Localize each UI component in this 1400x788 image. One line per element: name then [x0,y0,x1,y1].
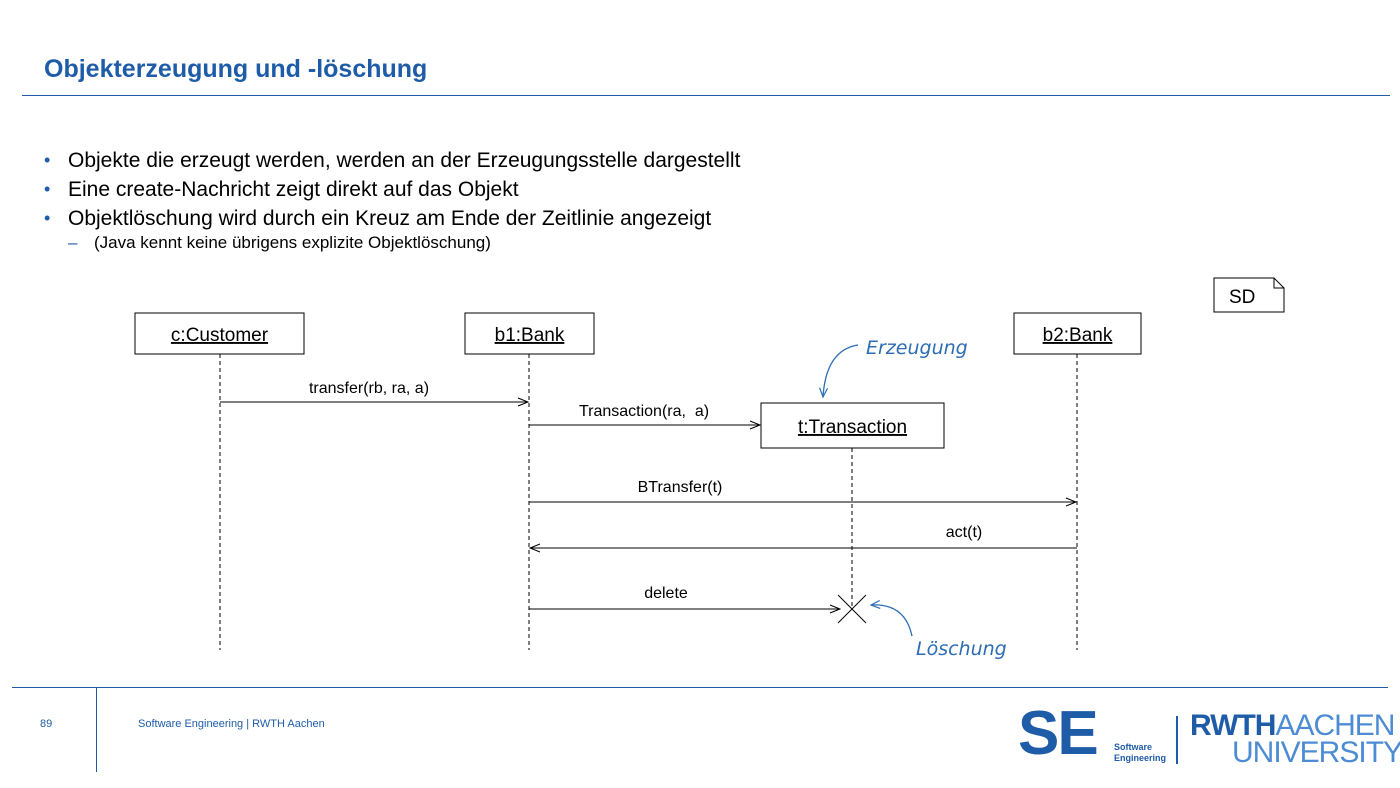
rwth-logo-light: AACHEN [1275,709,1395,742]
bullet-text: Objekte die erzeugt werden, werden an de… [68,149,741,172]
title-divider [22,95,1390,96]
message-act: act(t) [530,524,1077,548]
message-transfer: transfer(rb, ra, a) [220,380,528,402]
annotation-deletion-text: Löschung [916,638,1007,660]
footer-text: Software Engineering | RWTH Aachen [138,718,325,730]
rwth-logo: RWTHAACHEN UNIVERSITY [1190,709,1400,769]
lifeline-label: t:Transaction [798,417,907,438]
lifeline-label: b1:Bank [495,325,565,346]
message-delete: delete [529,585,840,609]
sub-bullet-text: (Java kennt keine übrigens explizite Obj… [94,233,491,252]
curved-arrow-icon [869,599,913,637]
logo-divider [1176,716,1178,764]
bullet-text: Eine create-Nachricht zeigt direkt auf d… [68,178,519,201]
bullet-item: • Objekte die erzeugt werden, werden an d… [44,146,740,175]
lifeline-bank-b2: b2:Bank [1013,312,1142,650]
message-label: transfer(rb, ra, a) [309,380,429,397]
footer-vertical-divider [96,688,97,772]
annotation-creation-text: Erzeugung [866,337,968,359]
bullet-icon: • [44,179,51,199]
frame-label-text: SD [1229,287,1255,308]
bullet-item: • Objektlöschung wird durch ein Kreuz am … [44,204,740,233]
se-logo-caption: Software Engineering [1114,742,1194,764]
rwth-logo-line2: UNIVERSITY [1232,736,1400,769]
message-label: act(t) [946,524,982,541]
message-label: Transaction(ra, a) [579,403,709,420]
message-btransfer: BTransfer(t) [529,479,1076,502]
lifeline-label: c:Customer [171,325,269,346]
lifeline-bank-b1: b1:Bank [464,312,595,650]
se-logo-line2: Engineering [1114,753,1167,763]
frame-label: SD [1213,277,1285,313]
message-label: delete [644,585,688,602]
se-logo-letters: SE [1018,699,1099,768]
page-number: 89 [40,718,53,730]
lifeline-customer: c:Customer [134,312,305,650]
message-create-transaction: Transaction(ra, a) [529,403,760,425]
footer-divider [12,687,1388,688]
lifeline-transaction: t:Transaction [760,402,945,609]
lifeline-label: b2:Bank [1043,325,1113,346]
slide-title: Objekterzeugung und -löschung [44,55,428,83]
se-logo-line1: Software [1114,742,1153,752]
bullet-item: • Eine create-Nachricht zeigt direkt auf … [44,175,740,204]
annotation-deletion: Löschung [869,599,1007,660]
sub-bullet-item: –(Java kennt keine übrigens explizite Ob… [44,233,740,253]
annotation-creation: Erzeugung [819,337,968,399]
curved-arrow-icon [819,344,859,399]
rwth-logo-line1: RWTHAACHEN [1190,709,1400,742]
rwth-logo-bold: RWTH [1190,709,1276,742]
destruction-cross-icon [837,594,867,624]
bullet-text: Objektlöschung wird durch ein Kreuz am E… [68,207,712,230]
dash-icon: – [68,233,78,252]
bullet-icon: • [44,150,51,170]
bullet-icon: • [44,208,51,228]
message-label: BTransfer(t) [638,479,723,496]
bullet-list: • Objekte die erzeugt werden, werden an d… [44,146,740,253]
